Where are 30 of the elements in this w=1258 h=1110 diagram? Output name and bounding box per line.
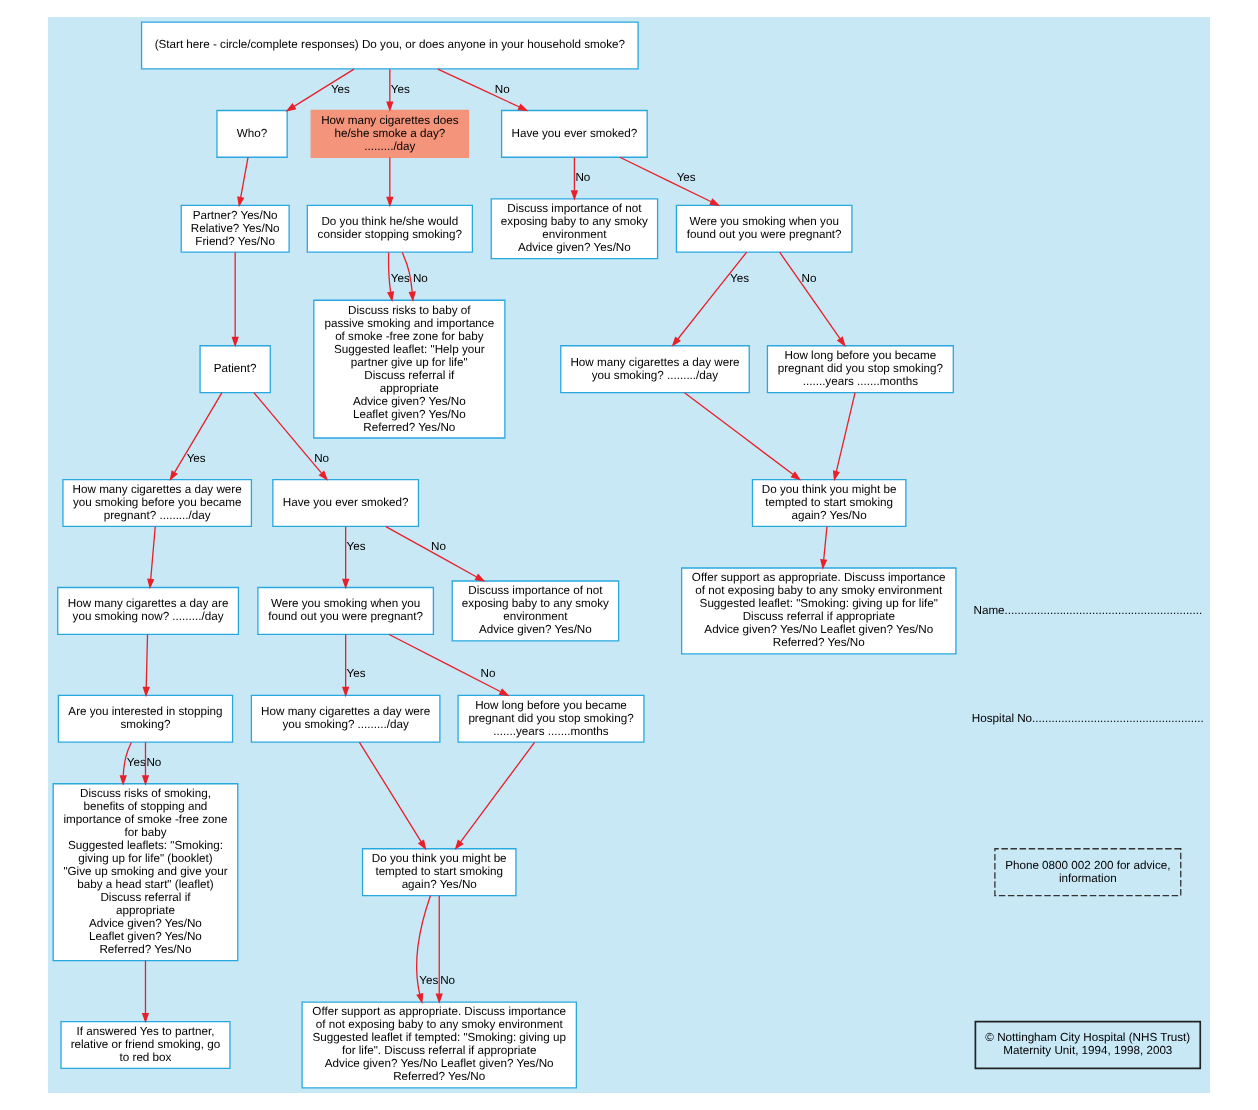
arrow — [437, 68, 529, 112]
arrow — [141, 959, 150, 1024]
arrow — [401, 251, 416, 303]
arrow — [779, 251, 846, 347]
arrow — [342, 633, 350, 698]
arrow — [147, 526, 156, 590]
arrow — [358, 741, 427, 851]
arrow — [386, 156, 394, 208]
arrow — [435, 895, 443, 1004]
arrow — [387, 251, 395, 303]
arrow — [386, 68, 394, 112]
arrow — [454, 741, 536, 851]
arrow — [253, 392, 329, 481]
arrow — [237, 156, 249, 208]
arrow — [832, 392, 856, 482]
arrow — [142, 633, 150, 698]
arrow — [388, 633, 510, 697]
arrow — [820, 526, 828, 570]
arrow — [285, 68, 355, 112]
arrow — [385, 526, 486, 582]
arrow — [619, 156, 721, 207]
arrow — [671, 251, 748, 347]
arrow — [141, 741, 150, 786]
arrow — [169, 392, 223, 482]
arrow — [416, 895, 432, 1004]
arrow — [570, 156, 579, 201]
arrow — [683, 392, 802, 481]
arrow — [231, 251, 239, 348]
arrow — [342, 526, 350, 590]
arrow — [119, 741, 132, 786]
